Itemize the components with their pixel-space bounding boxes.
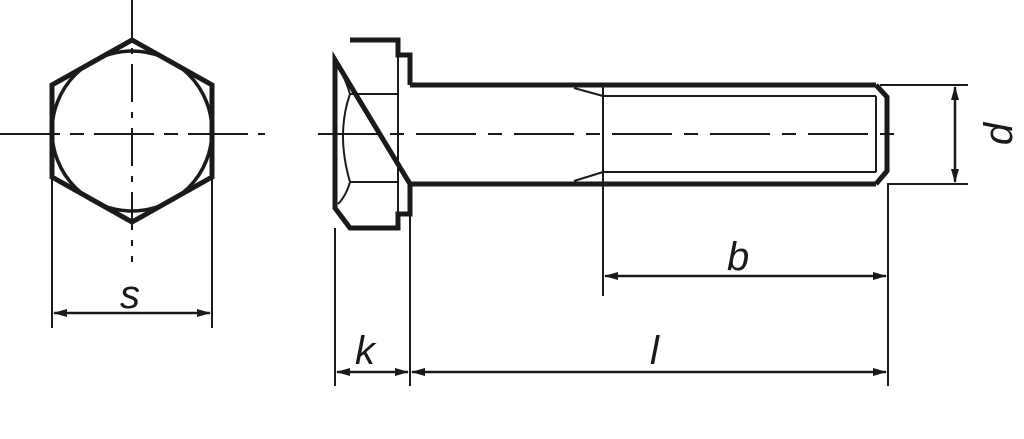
hexagon-outline [49, 37, 215, 225]
head-arc-top [337, 65, 351, 95]
label-d: d [977, 121, 1021, 145]
thread-runout-bottom [573, 171, 604, 182]
label-s: s [120, 273, 140, 317]
bearing-circle [50, 49, 214, 213]
label-k: k [355, 329, 377, 373]
bolt-end-chamfer [874, 83, 890, 186]
label-l: l [650, 329, 660, 373]
head-arc-bottom [337, 181, 351, 205]
end-view [0, 0, 265, 328]
head-arc-mid [342, 93, 351, 183]
thread-runout-top [573, 87, 604, 97]
side-view [318, 37, 968, 386]
label-b: b [727, 235, 749, 279]
